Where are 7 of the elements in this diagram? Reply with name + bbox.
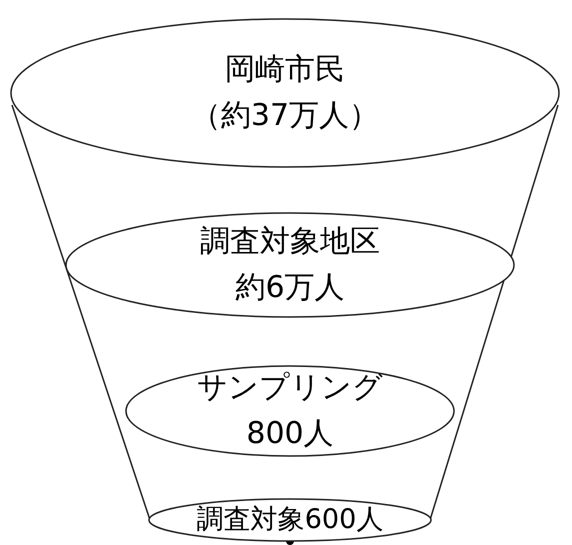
level-count: （約37万人）	[190, 97, 380, 135]
level-title: 調査対象600人	[196, 504, 384, 536]
level-count: 800人	[246, 415, 334, 453]
level-title: 岡崎市民	[225, 50, 345, 88]
level-title: 調査対象地区	[200, 222, 380, 260]
level-count: 約6万人	[235, 269, 345, 307]
level-title: サンプリング	[197, 368, 383, 406]
